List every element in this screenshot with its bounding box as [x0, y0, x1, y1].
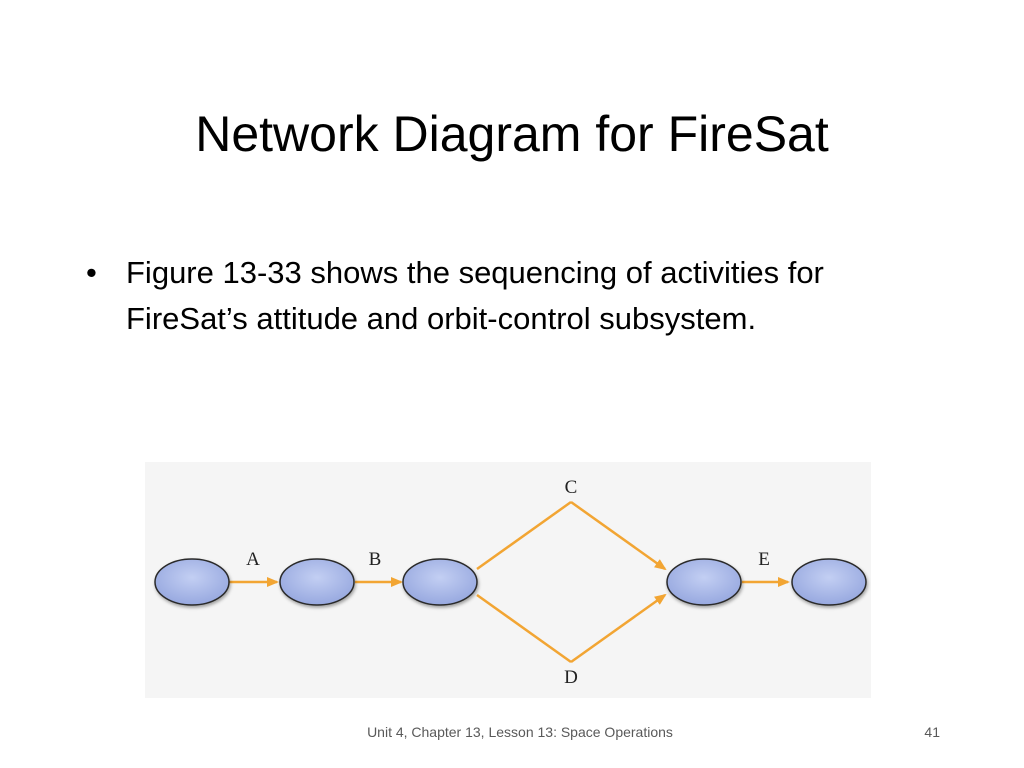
activity-label-e: E — [758, 549, 770, 570]
bullet-marker: • — [86, 255, 97, 290]
activity-arrow-c-up — [476, 500, 572, 571]
slide-footer: Unit 4, Chapter 13, Lesson 13: Space Ope… — [367, 724, 673, 740]
activity-arrow-d-up — [570, 593, 667, 664]
network-node-5 — [791, 558, 867, 606]
activity-arrow-c-down — [570, 500, 667, 571]
network-diagram: A B C D E — [145, 462, 871, 698]
bullet-text: Figure 13-33 shows the sequencing of act… — [126, 255, 824, 336]
network-node-2 — [279, 558, 355, 606]
network-node-1 — [154, 558, 230, 606]
bullet-item: • Figure 13-33 shows the sequencing of a… — [86, 250, 906, 342]
network-diagram-svg: A B C D E — [154, 477, 867, 688]
page-number: 41 — [924, 724, 940, 740]
activity-label-b: B — [369, 549, 382, 570]
network-node-4 — [666, 558, 742, 606]
activity-label-c: C — [565, 477, 578, 498]
network-node-3 — [402, 558, 478, 606]
activity-arrow-d-down — [476, 593, 572, 664]
activity-label-a: A — [246, 549, 260, 570]
slide-title: Network Diagram for FireSat — [195, 106, 829, 162]
activity-label-d: D — [564, 667, 578, 688]
bullet-list: • Figure 13-33 shows the sequencing of a… — [86, 250, 906, 342]
